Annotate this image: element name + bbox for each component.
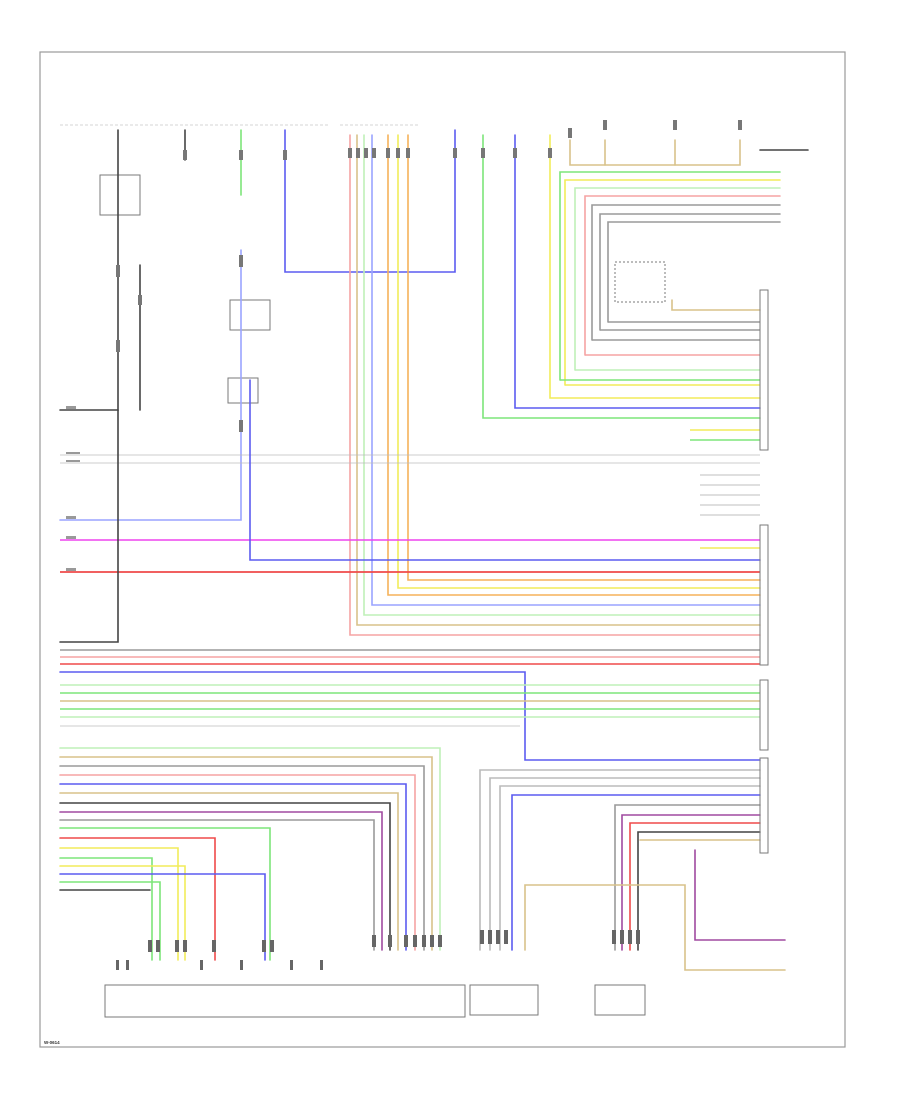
footer-code: W-0614 [44, 1040, 60, 1045]
center-vertical-harness [349, 134, 761, 636]
diagram-frame [39, 51, 846, 1048]
left-terminal-ticks [66, 406, 80, 571]
shift-lock-meter-box-right [594, 984, 646, 1016]
meter-harness [479, 769, 786, 971]
lower-bus-wires [59, 409, 761, 761]
upper-connector-pins [116, 120, 742, 432]
tcm-harness [59, 747, 441, 961]
bottom-components [104, 984, 646, 1018]
mid-horizontal-wires [60, 379, 761, 573]
right-connector-column [759, 289, 769, 854]
bottom-connector-pins [116, 930, 640, 970]
top-fuse-area [60, 124, 666, 404]
right-vertical-wires [482, 134, 809, 419]
upper-right-harness [559, 171, 781, 441]
shift-lock-meter-box-left [469, 984, 539, 1016]
left-power-wires [59, 129, 456, 521]
transmission-control-module-box [104, 984, 466, 1018]
